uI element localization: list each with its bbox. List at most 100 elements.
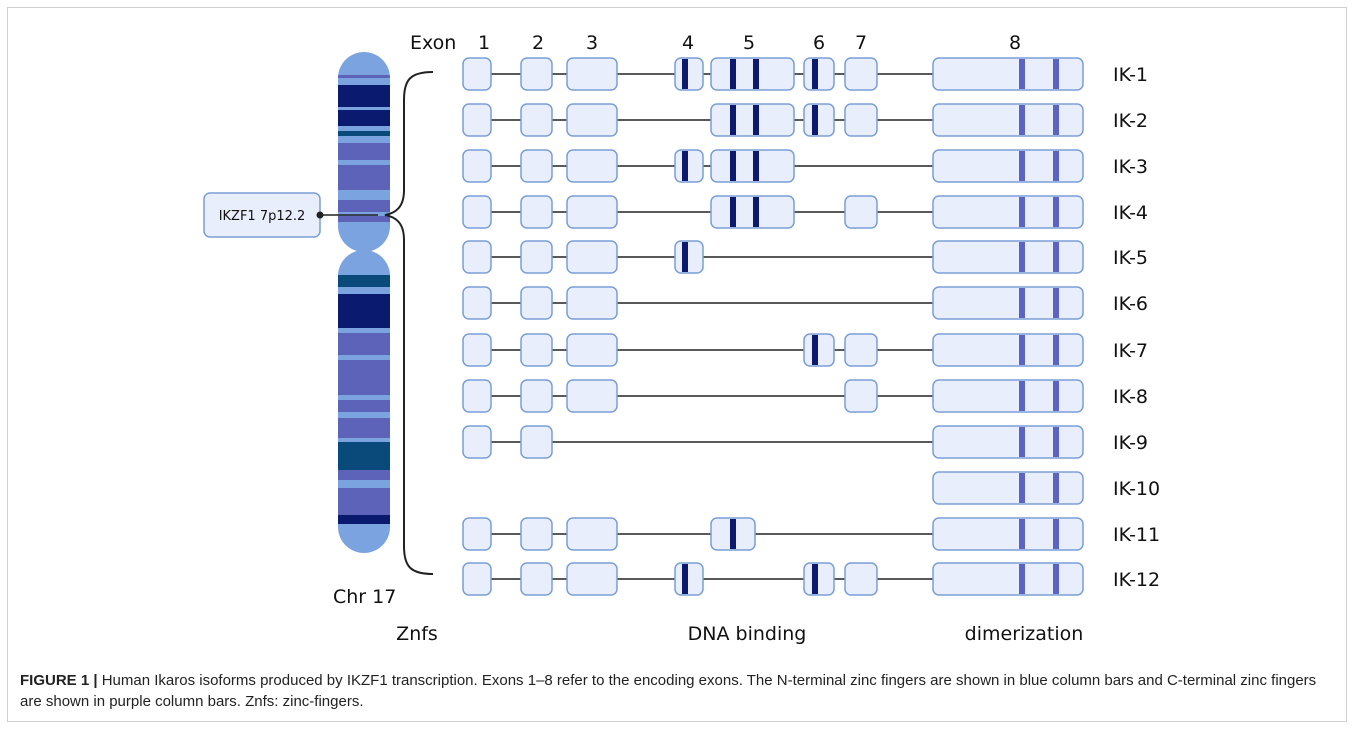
chromosome-band	[338, 294, 390, 328]
isoform-label: IK-8	[1113, 386, 1148, 408]
exon-3-box	[566, 562, 618, 596]
exon-3-box	[566, 57, 618, 91]
exon-2-box	[520, 379, 553, 413]
c-terminal-zinc-finger-bar	[1019, 242, 1025, 272]
exon-2-box	[520, 517, 553, 551]
isoform-row-ik-12: IK-12	[462, 562, 1160, 596]
c-terminal-zinc-finger-bar	[1019, 427, 1025, 457]
isoform-label: IK-5	[1113, 247, 1148, 269]
exon-7-box	[844, 195, 878, 229]
chromosome-band	[338, 333, 390, 355]
exon-8-box	[932, 149, 1084, 183]
exon-1-box	[462, 57, 492, 91]
exon-5-box	[710, 103, 795, 137]
n-terminal-zinc-finger-bar	[812, 59, 818, 89]
chromosome-band	[338, 442, 390, 470]
exon-3-box	[566, 286, 618, 320]
chromosome-band	[338, 328, 390, 333]
exon-6-box	[803, 562, 835, 596]
chromosome-band	[338, 110, 390, 126]
chromosome-band	[338, 136, 390, 143]
n-terminal-zinc-finger-bar	[682, 151, 688, 181]
isoform-label: IK-10	[1113, 478, 1160, 500]
isoform-row-ik-4: IK-4	[462, 195, 1148, 229]
c-terminal-zinc-finger-bar	[1053, 105, 1059, 135]
caption-label: FIGURE 1 |	[20, 672, 98, 689]
c-terminal-zinc-finger-bar	[1053, 564, 1059, 594]
isoform-row-ik-10: IK-10	[932, 471, 1160, 505]
isoform-bracket	[384, 71, 434, 575]
chromosome-band	[338, 85, 390, 107]
exon-3-box	[566, 240, 618, 274]
exon-5-box	[710, 57, 795, 91]
isoform-label: IK-11	[1113, 524, 1160, 546]
exon-8-box	[932, 425, 1084, 459]
c-terminal-zinc-finger-bar	[1053, 242, 1059, 272]
chromosome-band	[338, 412, 390, 418]
exon-1-box	[462, 517, 492, 551]
exon-number-3: 3	[586, 32, 598, 54]
exon-5-box	[710, 149, 795, 183]
c-terminal-zinc-finger-bar	[1053, 288, 1059, 318]
figure-frame	[7, 7, 1347, 722]
n-terminal-zinc-finger-bar	[753, 197, 759, 227]
exon-2-box	[520, 333, 553, 367]
exon-8-box	[932, 471, 1084, 505]
c-terminal-zinc-finger-bar	[1019, 564, 1025, 594]
c-terminal-zinc-finger-bar	[1053, 473, 1059, 503]
exon-4-box	[674, 240, 704, 274]
exon-3-box	[566, 379, 618, 413]
exon-number-2: 2	[532, 32, 544, 54]
n-terminal-zinc-finger-bar	[730, 59, 736, 89]
isoform-row-ik-7: IK-7	[462, 333, 1148, 367]
exon-1-box	[462, 286, 492, 320]
c-terminal-zinc-finger-bar	[1053, 519, 1059, 549]
figure-caption: FIGURE 1 | Human Ikaros isoforms produce…	[20, 670, 1320, 712]
isoform-row-ik-9: IK-9	[462, 425, 1148, 459]
n-terminal-zinc-finger-bar	[753, 59, 759, 89]
dna-binding-label: DNA binding	[688, 623, 807, 645]
c-terminal-zinc-finger-bar	[1053, 151, 1059, 181]
isoform-label: IK-9	[1113, 432, 1148, 454]
chromosome-band	[338, 355, 390, 360]
exon-8-box	[932, 240, 1084, 274]
exon-number-1: 1	[478, 32, 490, 54]
isoform-row-ik-3: IK-3	[462, 149, 1148, 183]
gene-pointer-dot	[316, 211, 324, 219]
chromosome-band	[338, 400, 390, 412]
exon-7-box	[844, 103, 878, 137]
chromosome-band	[338, 216, 390, 222]
exon-3-box	[566, 149, 618, 183]
exon-3-box	[566, 333, 618, 367]
exon-4-box	[674, 149, 704, 183]
exon-3-box	[566, 195, 618, 229]
exon-6-box	[803, 333, 835, 367]
n-terminal-zinc-finger-bar	[812, 105, 818, 135]
exon-1-box	[462, 149, 492, 183]
exon-1-box	[462, 562, 492, 596]
c-terminal-zinc-finger-bar	[1019, 151, 1025, 181]
exon-1-box	[462, 195, 492, 229]
c-terminal-zinc-finger-bar	[1019, 288, 1025, 318]
chromosome-band	[338, 160, 390, 165]
exon-7-box	[844, 562, 878, 596]
exon-8-box	[932, 286, 1084, 320]
n-terminal-zinc-finger-bar	[730, 105, 736, 135]
chromosome-band	[338, 395, 390, 400]
c-terminal-zinc-finger-bar	[1019, 105, 1025, 135]
exon-2-box	[520, 149, 553, 183]
exon-7-box	[844, 57, 878, 91]
c-terminal-zinc-finger-bar	[1019, 381, 1025, 411]
exon-8-box	[932, 103, 1084, 137]
isoform-label: IK-2	[1113, 110, 1148, 132]
chromosome-band	[338, 287, 390, 294]
gene-label: IKZF1 7p12.2	[219, 209, 306, 224]
caption-text: Human Ikaros isoforms produced by IKZF1 …	[20, 672, 1317, 710]
exon-7-box	[844, 379, 878, 413]
c-terminal-zinc-finger-bar	[1019, 519, 1025, 549]
exon-8-box	[932, 379, 1084, 413]
chromosome-band	[338, 126, 390, 131]
c-terminal-zinc-finger-bar	[1019, 197, 1025, 227]
exon-3-box	[566, 517, 618, 551]
